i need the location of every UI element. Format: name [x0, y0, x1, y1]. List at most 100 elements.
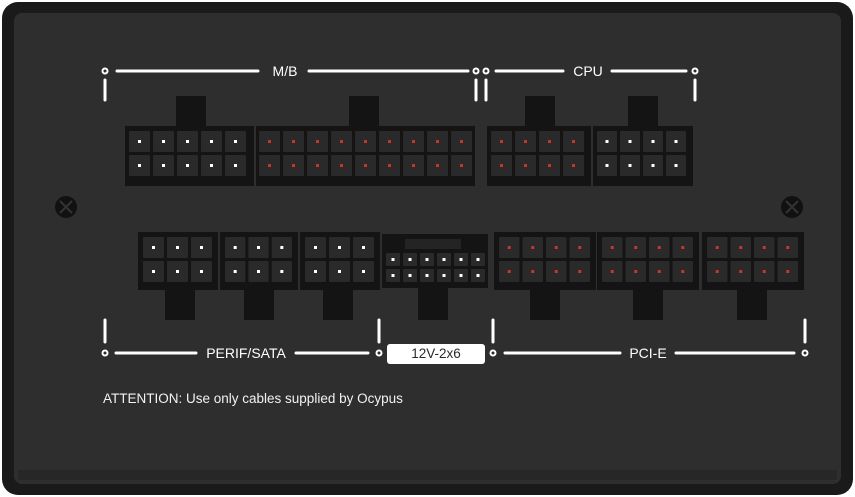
pin: [364, 140, 367, 143]
pin: [442, 274, 446, 277]
right-screw-icon: [781, 196, 803, 218]
pin: [674, 164, 678, 167]
cpu-latch-2: [628, 96, 658, 126]
pin: [715, 246, 719, 249]
pin: [162, 164, 165, 167]
pin: [268, 164, 271, 167]
pin: [507, 246, 511, 249]
pin: [460, 140, 463, 143]
pin: [314, 270, 317, 273]
pin: [459, 274, 463, 277]
pin: [786, 246, 790, 249]
mb-bracket-dots: [101, 67, 480, 75]
attention-notice: ATTENTION: Use only cables supplied by O…: [103, 391, 403, 406]
pcie-bracket: [491, 318, 807, 355]
pin: [408, 258, 412, 261]
bottom-latch-5: [633, 290, 663, 320]
pin: [425, 258, 429, 261]
pin: [554, 270, 558, 273]
perif-sata-bracket-dots: [101, 349, 383, 357]
pin: [531, 270, 535, 273]
pin: [605, 140, 609, 143]
pin: [408, 274, 412, 277]
pin: [605, 164, 609, 167]
bottom-latch-1: [165, 290, 195, 320]
pin: [314, 246, 317, 249]
cpu-label: CPU: [573, 63, 603, 79]
pin: [138, 164, 141, 167]
pin: [657, 246, 661, 249]
pin: [674, 140, 678, 143]
pin: [548, 140, 551, 143]
pin: [578, 270, 582, 273]
pin: [257, 270, 260, 273]
pin: [476, 258, 480, 261]
pin: [210, 140, 213, 143]
pin: [442, 258, 446, 261]
pin: [138, 140, 141, 143]
pin: [651, 140, 655, 143]
pin: [388, 140, 391, 143]
pin: [524, 164, 527, 167]
bottom-latch-2: [244, 290, 274, 320]
cpu-latch-1: [525, 96, 555, 126]
pin: [531, 246, 535, 249]
pin: [210, 164, 213, 167]
pin: [340, 164, 343, 167]
perif-sata-bracket: [103, 318, 381, 355]
pin: [554, 246, 558, 249]
pin: [162, 140, 165, 143]
pin: [292, 140, 295, 143]
pin: [634, 270, 638, 273]
pin: [186, 140, 189, 143]
pin: [292, 164, 295, 167]
pin: [425, 274, 429, 277]
pin: [316, 164, 319, 167]
pin: [436, 164, 439, 167]
pin: [651, 164, 655, 167]
pin: [280, 246, 284, 249]
pin: [572, 140, 575, 143]
pin: [152, 246, 155, 249]
pin: [268, 140, 271, 143]
pin: [340, 140, 343, 143]
pin: [412, 164, 415, 167]
pin: [338, 270, 341, 273]
pin: [578, 246, 582, 249]
pin: [572, 164, 575, 167]
pin: [739, 270, 743, 273]
twelve-v-latch: [418, 288, 448, 320]
pin: [460, 164, 463, 167]
pin: [176, 270, 179, 273]
pin: [762, 246, 766, 249]
cpu-bracket: [484, 69, 697, 102]
pin: [500, 140, 503, 143]
pin: [628, 164, 632, 167]
pin: [610, 246, 614, 249]
pin: [233, 270, 237, 273]
pin: [412, 140, 415, 143]
pin: [762, 270, 766, 273]
pin: [657, 270, 661, 273]
pin: [548, 164, 551, 167]
connector-sockets: [125, 96, 804, 320]
bottom-latch-6: [737, 290, 767, 320]
pcie-bracket-dots: [489, 349, 809, 357]
pin: [234, 140, 237, 143]
twelve-v-label: 12V-2x6: [387, 344, 485, 364]
perif-sata-label: PERIF/SATA: [206, 345, 286, 361]
pin: [681, 246, 685, 249]
pin: [316, 140, 319, 143]
pin: [436, 140, 439, 143]
pin: [786, 270, 790, 273]
pin: [715, 270, 719, 273]
pin: [152, 270, 155, 273]
pin: [391, 258, 395, 261]
bottom-latch-4: [530, 290, 560, 320]
pin: [610, 270, 614, 273]
pin: [362, 246, 365, 249]
pin: [524, 140, 527, 143]
pin: [459, 258, 463, 261]
pin: [280, 270, 284, 273]
